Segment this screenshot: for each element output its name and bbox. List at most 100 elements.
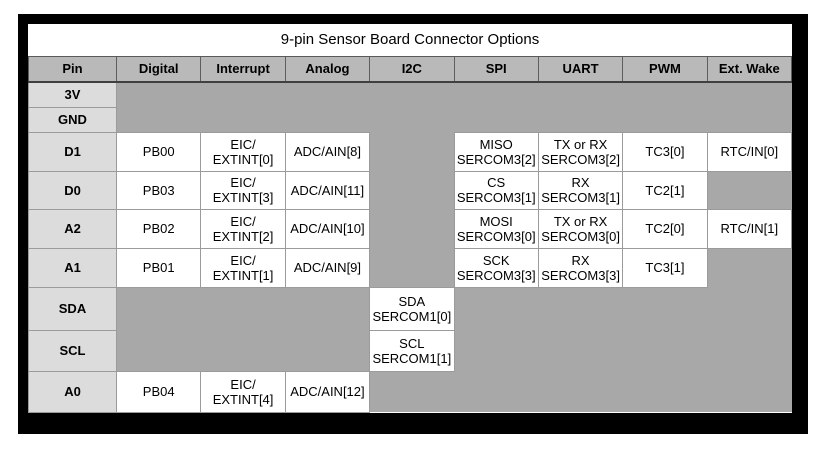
cell-3v-uart	[538, 82, 623, 107]
cell-a0-ext-wake	[707, 371, 792, 412]
cell-a0-uart	[538, 371, 623, 412]
cell-a1-analog: ADC/AIN[9]	[284, 247, 371, 288]
pin-label-a0: A0	[28, 370, 117, 413]
cell-gnd-analog	[285, 107, 370, 132]
cell-a1-i2c	[369, 248, 454, 287]
cell-d1-uart: TX or RX SERCOM3[2]	[537, 131, 624, 172]
cell-a2-pwm: TC2[0]	[622, 208, 708, 249]
cell-d1-interrupt: EIC/ EXTINT[0]	[200, 131, 286, 172]
cell-scl-digital	[116, 330, 201, 371]
cell-gnd-digital	[116, 107, 201, 132]
col-header-digital: Digital	[115, 55, 202, 83]
cell-d1-ext-wake: RTC/IN[0]	[706, 131, 793, 172]
pin-label-scl: SCL	[28, 329, 117, 372]
cell-scl-analog	[285, 330, 370, 371]
col-header-i2c: I2C	[369, 55, 455, 83]
pin-label-d1: D1	[28, 131, 117, 172]
cell-sda-ext-wake	[707, 287, 792, 330]
cell-scl-uart	[538, 330, 623, 371]
cell-sda-digital	[116, 287, 201, 330]
pin-label-gnd: GND	[28, 106, 117, 133]
pin-row-sda: SDA SDA SERCOM1[0]	[28, 286, 792, 331]
cell-a2-uart: TX or RX SERCOM3[0]	[537, 208, 624, 249]
cell-d0-digital: PB03	[115, 170, 202, 210]
cell-scl-i2c: SCL SERCOM1[1]	[369, 329, 455, 372]
col-header-uart: UART	[537, 55, 624, 83]
cell-3v-interrupt	[200, 82, 286, 107]
cell-d0-i2c	[369, 171, 454, 209]
cell-sda-pwm	[622, 287, 708, 330]
pin-row-gnd: GND	[28, 106, 792, 133]
cell-gnd-interrupt	[200, 107, 286, 132]
pin-row-scl: SCL SCL SERCOM1[1]	[28, 329, 792, 372]
col-header-spi: SPI	[453, 55, 539, 83]
cell-sda-uart	[538, 287, 623, 330]
cell-a1-ext-wake	[707, 248, 792, 287]
cell-3v-pwm	[622, 82, 708, 107]
cell-a1-digital: PB01	[115, 247, 202, 288]
cell-a0-spi	[454, 371, 539, 412]
cell-gnd-spi	[454, 107, 539, 132]
cell-a1-uart: RX SERCOM3[3]	[537, 247, 624, 288]
connector-options-table: 9-pin Sensor Board Connector Options Pin…	[28, 24, 793, 413]
cell-d1-digital: PB00	[115, 131, 202, 172]
cell-d0-ext-wake	[707, 171, 792, 209]
pin-label-3v: 3V	[28, 81, 117, 108]
cell-a0-interrupt: EIC/ EXTINT[4]	[200, 370, 286, 413]
cell-sda-spi	[454, 287, 539, 330]
cell-a1-interrupt: EIC/ EXTINT[1]	[200, 247, 286, 288]
cell-a0-analog: ADC/AIN[12]	[284, 370, 371, 413]
cell-3v-spi	[454, 82, 539, 107]
cell-d1-i2c	[369, 132, 454, 171]
cell-a2-digital: PB02	[115, 208, 202, 249]
cell-gnd-ext-wake	[707, 107, 792, 132]
cell-a2-i2c	[369, 209, 454, 248]
col-header-analog: Analog	[284, 55, 371, 83]
title-row: 9-pin Sensor Board Connector Options	[28, 24, 792, 57]
pin-label-a2: A2	[28, 208, 117, 249]
cell-d0-spi: CS SERCOM3[1]	[453, 170, 539, 210]
cell-d0-interrupt: EIC/ EXTINT[3]	[200, 170, 286, 210]
cell-3v-analog	[285, 82, 370, 107]
cell-scl-ext-wake	[707, 330, 792, 371]
cell-3v-i2c	[369, 82, 454, 107]
pin-label-sda: SDA	[28, 286, 117, 331]
cell-gnd-i2c	[369, 107, 454, 132]
cell-a2-spi: MOSI SERCOM3[0]	[453, 208, 539, 249]
cell-sda-i2c: SDA SERCOM1[0]	[369, 286, 455, 331]
cell-scl-interrupt	[200, 330, 286, 371]
cell-a1-spi: SCK SERCOM3[3]	[453, 247, 539, 288]
cell-d0-pwm: TC2[1]	[622, 170, 708, 210]
col-header-interrupt: Interrupt	[200, 55, 286, 83]
col-header-pin: Pin	[28, 55, 117, 83]
cell-a2-ext-wake: RTC/IN[1]	[706, 208, 793, 249]
table-title: 9-pin Sensor Board Connector Options	[28, 24, 792, 57]
cell-gnd-uart	[538, 107, 623, 132]
cell-scl-spi	[454, 330, 539, 371]
cell-a2-analog: ADC/AIN[10]	[284, 208, 371, 249]
cell-d1-pwm: TC3[0]	[622, 131, 708, 172]
cell-sda-analog	[285, 287, 370, 330]
cell-d1-spi: MISO SERCOM3[2]	[453, 131, 539, 172]
cell-gnd-pwm	[622, 107, 708, 132]
col-header-pwm: PWM	[622, 55, 708, 83]
cell-a1-pwm: TC3[1]	[622, 247, 708, 288]
pin-row-3v: 3V	[28, 81, 792, 108]
cell-a0-pwm	[622, 371, 708, 412]
cell-sda-interrupt	[200, 287, 286, 330]
pin-label-d0: D0	[28, 170, 117, 210]
cell-d0-analog: ADC/AIN[11]	[284, 170, 371, 210]
cell-3v-digital	[116, 82, 201, 107]
cell-a0-i2c	[369, 371, 454, 412]
col-header-ext-wake: Ext. Wake	[706, 55, 793, 83]
pin-label-a1: A1	[28, 247, 117, 288]
table-frame: 9-pin Sensor Board Connector Options Pin…	[18, 14, 808, 434]
cell-d1-analog: ADC/AIN[8]	[284, 131, 371, 172]
cell-scl-pwm	[622, 330, 708, 371]
